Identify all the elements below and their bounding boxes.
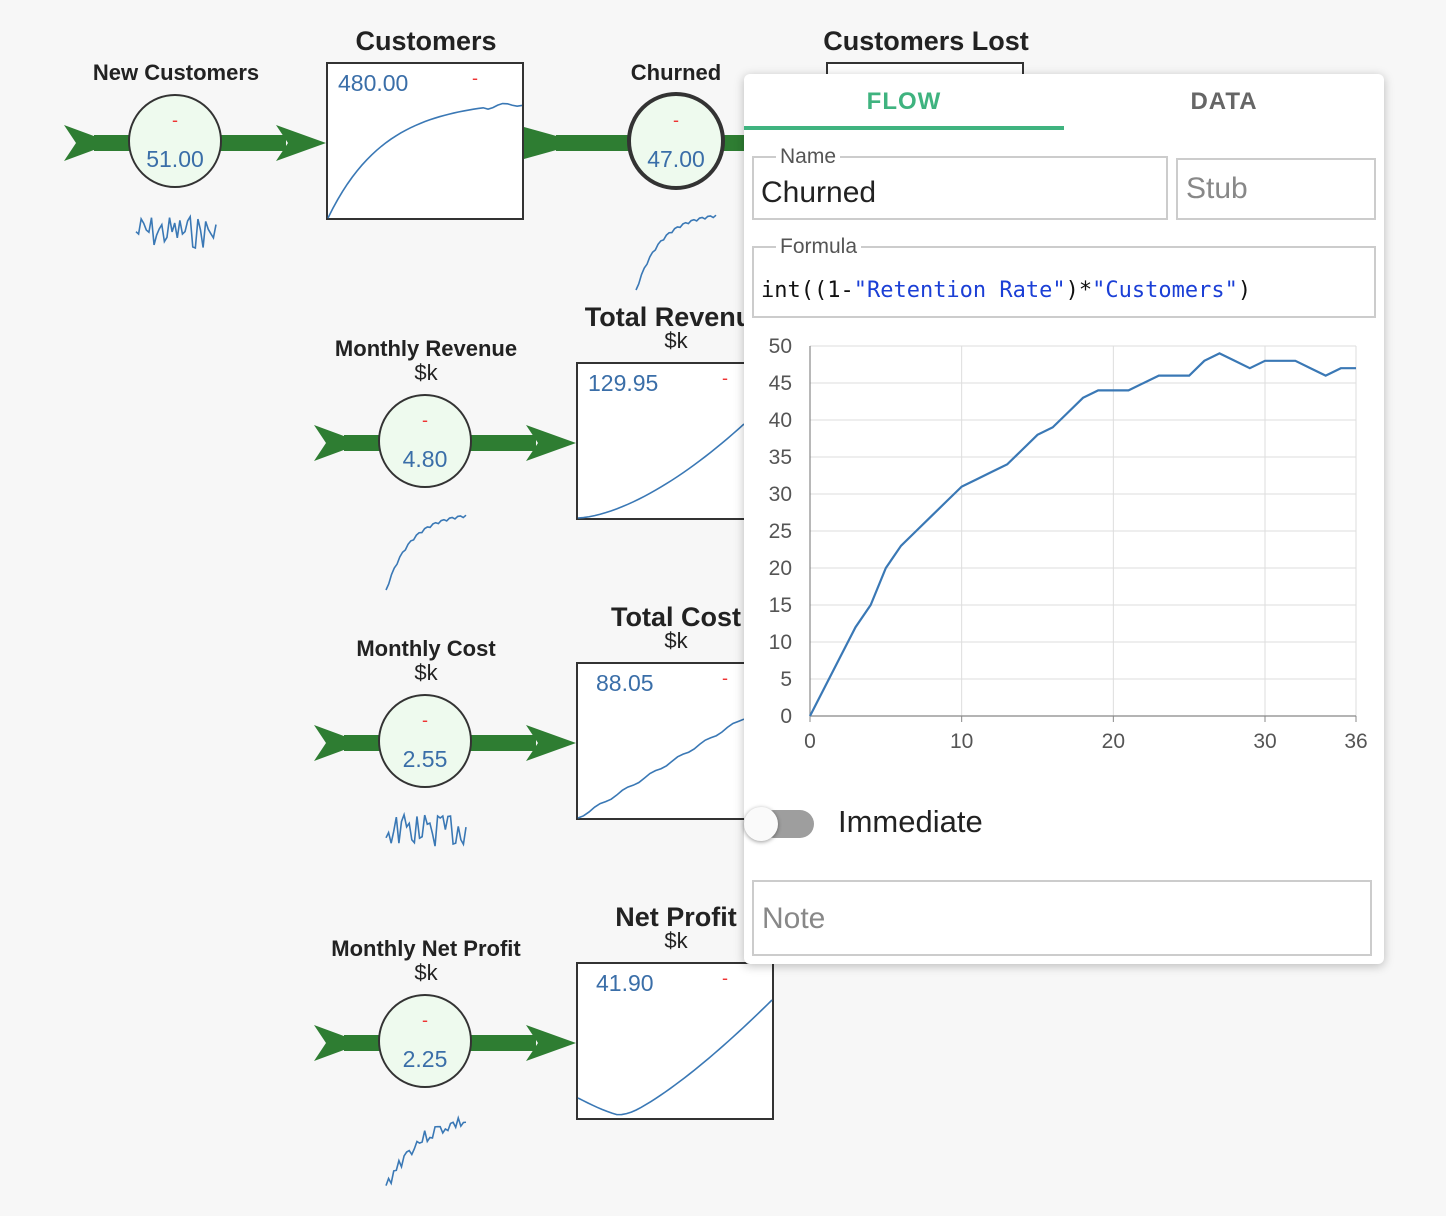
monthly-cost-sparkline — [385, 811, 467, 847]
y-tick-label: 20 — [769, 557, 792, 580]
y-tick-label: 45 — [769, 372, 792, 395]
monthly-net-profit-title: Monthly Net Profit — [331, 936, 521, 961]
new-customers-sparkline — [135, 214, 217, 250]
y-tick-label: 5 — [780, 668, 792, 691]
y-tick-label: 0 — [780, 705, 792, 728]
monthly-revenue-title: Monthly Revenue — [334, 336, 518, 361]
flow-source-tail — [314, 1025, 352, 1061]
flow-pipe — [556, 135, 636, 151]
name-value[interactable]: Churned — [761, 176, 877, 209]
x-tick-label: 20 — [1102, 730, 1125, 753]
churned-title: Churned — [630, 60, 722, 85]
monthly-net-profit-flow[interactable]: - 2.25 — [378, 994, 472, 1088]
flow-arrowhead — [526, 425, 576, 461]
monthly-cost-title: Monthly Cost — [356, 636, 496, 661]
formula-label: Formula — [780, 235, 858, 258]
flow-value: 2.55 — [402, 746, 448, 772]
y-tick-label: 30 — [769, 483, 792, 506]
flow-arrowhead — [276, 125, 326, 161]
new-customers-flow[interactable]: - 51.00 — [128, 94, 222, 188]
tab-active-indicator — [744, 126, 1064, 130]
delta-marker: - — [422, 1010, 428, 1030]
immediate-toggle-knob[interactable] — [744, 807, 778, 841]
monthly-net-profit-sparkline — [385, 1115, 467, 1186]
y-tick-label: 40 — [769, 409, 792, 432]
immediate-label: Immediate — [838, 804, 983, 839]
tab-flow[interactable]: FLOW — [866, 88, 942, 115]
stock-value: 480.00 — [338, 70, 409, 96]
total-cost-title: Total Cost — [611, 602, 741, 632]
y-tick-label: 35 — [769, 446, 792, 469]
flow-value: 47.00 — [647, 146, 705, 172]
flow-chart: 0 5 10 15 20 25 30 35 40 45 50 0 10 20 30 36 — [769, 335, 1368, 753]
total-revenue-unit: $k — [664, 328, 688, 353]
x-tick-label: 0 — [804, 730, 816, 753]
customers-lost-title: Customers Lost — [823, 26, 1029, 56]
x-tick-label: 30 — [1253, 730, 1276, 753]
monthly-revenue-unit: $k — [414, 360, 438, 385]
monthly-revenue-flow[interactable]: - 4.80 — [378, 394, 472, 488]
delta-marker: - — [722, 368, 728, 388]
net-profit-stock[interactable]: 41.90 - — [576, 962, 774, 1120]
flow-arrowhead — [526, 1025, 576, 1061]
stub-field[interactable]: Stub — [1176, 158, 1376, 220]
flow-source-tail — [314, 725, 352, 761]
monthly-revenue-sparkline — [385, 514, 467, 591]
y-tick-label: 25 — [769, 520, 792, 543]
monthly-cost-flow[interactable]: - 2.55 — [378, 694, 472, 788]
formula-string: "Customers" — [1092, 278, 1238, 303]
y-tick-label: 10 — [769, 631, 792, 654]
y-tick-label: 50 — [769, 335, 792, 358]
stock-value: 88.05 — [596, 670, 654, 696]
flow-source-tail — [64, 125, 102, 161]
chart-grid — [809, 345, 1357, 722]
flow-arrowhead — [526, 725, 576, 761]
customers-stock[interactable]: 480.00 - — [326, 62, 524, 220]
stock-value: 129.95 — [588, 370, 659, 396]
name-label: Name — [780, 145, 837, 168]
formula-part: int((1- — [761, 278, 854, 303]
monthly-cost-unit: $k — [414, 660, 438, 685]
net-profit-title: Net Profit — [615, 902, 737, 932]
note-field[interactable]: Note — [752, 880, 1372, 956]
properties-panel: FLOW DATA Name Churned Stub Formula int(… — [744, 74, 1384, 964]
note-placeholder: Note — [762, 902, 826, 935]
formula-part: ) — [1237, 278, 1252, 303]
flow-pipe — [724, 135, 746, 151]
delta-marker: - — [472, 68, 478, 88]
delta-marker: - — [422, 710, 428, 730]
formula-string: "Retention Rate" — [853, 278, 1066, 303]
y-tick-label: 15 — [769, 594, 792, 617]
flow-value: 2.25 — [402, 1046, 448, 1072]
x-tick-label: 36 — [1344, 730, 1367, 753]
name-field[interactable]: Name Churned — [752, 145, 1168, 220]
net-profit-unit: $k — [664, 928, 688, 953]
churned-sparkline — [635, 214, 717, 291]
flow-source-tail — [314, 425, 352, 461]
flow-source-tail — [524, 127, 560, 159]
delta-marker: - — [722, 668, 728, 688]
formula-text[interactable]: int((1-"Retention Rate")*"Customers") — [761, 278, 1251, 303]
customers-title: Customers — [355, 26, 497, 56]
monthly-net-profit-unit: $k — [414, 960, 438, 985]
stub-placeholder: Stub — [1186, 172, 1248, 205]
sparklines — [135, 214, 717, 1186]
delta-marker: - — [422, 410, 428, 430]
flow-value: 51.00 — [146, 146, 204, 172]
churned-flow[interactable]: - 47.00 — [627, 92, 725, 190]
delta-marker: - — [673, 110, 679, 130]
formula-field[interactable]: Formula int((1-"Retention Rate")*"Custom… — [752, 235, 1376, 318]
total-cost-unit: $k — [664, 628, 688, 653]
delta-marker: - — [722, 968, 728, 988]
delta-marker: - — [172, 110, 178, 130]
formula-part: )* — [1065, 278, 1093, 303]
stock-value: 41.90 — [596, 970, 654, 996]
new-customers-title: New Customers — [92, 60, 260, 85]
tab-data[interactable]: DATA — [1190, 88, 1258, 115]
series-line — [809, 352, 1356, 717]
total-revenue-title: Total Revenue — [584, 302, 768, 332]
x-tick-label: 10 — [950, 730, 973, 753]
flow-value: 4.80 — [402, 446, 448, 472]
